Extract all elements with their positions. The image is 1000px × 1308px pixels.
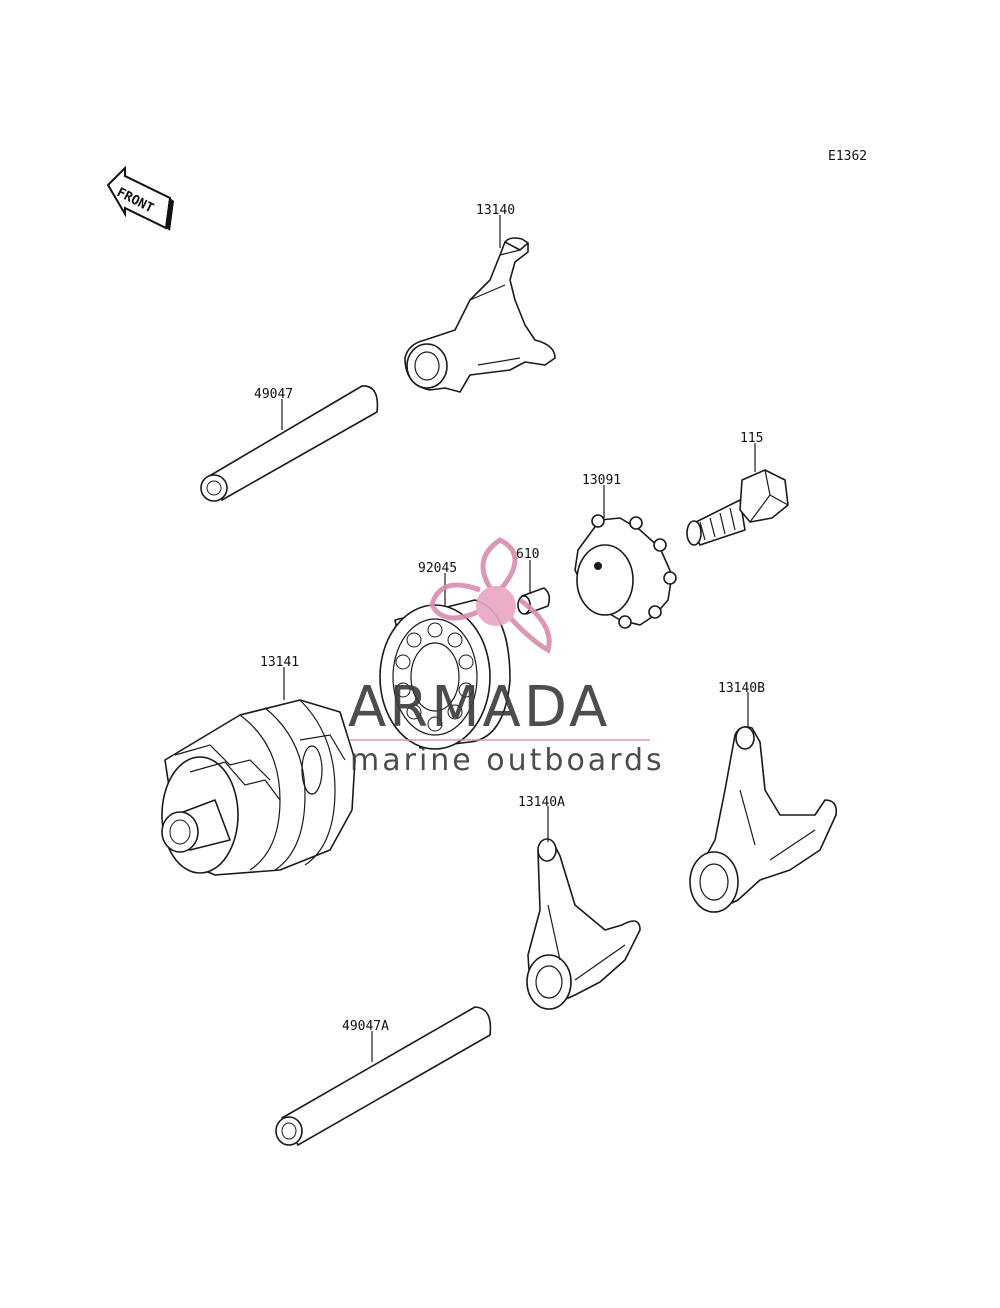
watermark-subtitle: marine outboards	[350, 743, 665, 778]
shift-drum-13141	[161, 699, 356, 876]
label-13140: 13140	[476, 203, 515, 218]
label-115: 115	[740, 431, 763, 446]
watermark: ARMADA marine outboards	[348, 537, 665, 778]
shift-fork-13140A	[526, 838, 641, 1010]
shift-fork-13140B	[689, 726, 838, 913]
pin-plate-13091	[574, 514, 677, 629]
label-49047A: 49047A	[342, 1019, 389, 1034]
shaft-49047	[200, 385, 379, 502]
label-13140A: 13140A	[518, 795, 565, 810]
bolt-115	[686, 469, 789, 546]
label-610: 610	[516, 547, 539, 562]
bearing-92045	[379, 599, 511, 750]
diagram-code: E1362	[828, 149, 867, 164]
front-arrow-icon: FRONT	[106, 165, 174, 231]
label-49047: 49047	[254, 387, 293, 402]
watermark-title: ARMADA	[348, 675, 610, 740]
label-13140B: 13140B	[718, 681, 765, 696]
shift-fork-13140	[404, 237, 556, 393]
label-92045: 92045	[418, 561, 457, 576]
shaft-49047A	[275, 1006, 492, 1146]
label-13141: 13141	[260, 655, 299, 670]
propeller-icon	[429, 537, 552, 654]
label-13091: 13091	[582, 473, 621, 488]
